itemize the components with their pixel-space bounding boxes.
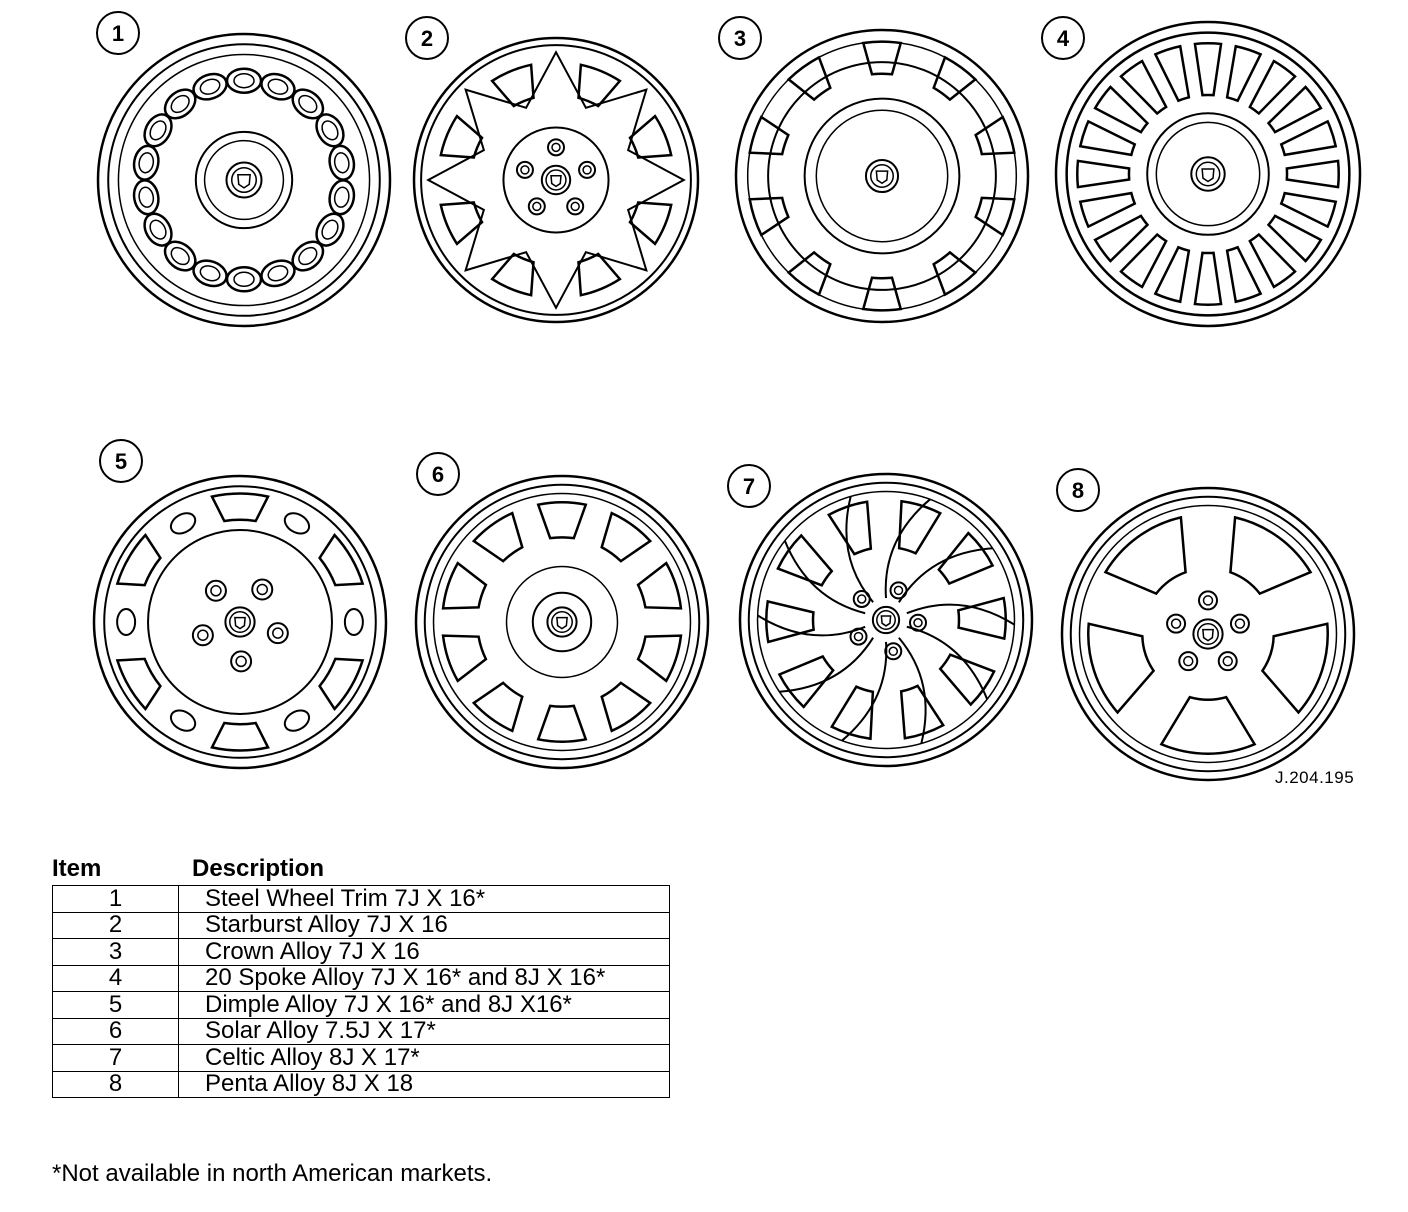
wheel-callout: 4 [1041,16,1085,60]
wheel-number: 7 [743,474,755,499]
wheel-5 [92,474,388,770]
row-item: 8 [52,1070,179,1098]
wheel-callout: 1 [96,11,140,55]
wheel-number: 3 [734,26,746,51]
row-description: Starburst Alloy 7J X 16 [178,911,670,939]
wheel-callout: 8 [1056,468,1100,512]
row-description: Crown Alloy 7J X 16 [178,938,670,966]
row-description: Steel Wheel Trim 7J X 16* [178,885,670,913]
wheel-callout: 2 [405,16,449,60]
row-description: Solar Alloy 7.5J X 17* [178,1017,670,1045]
wheel-number: 4 [1057,26,1070,51]
wheel-7 [738,472,1034,768]
wheel-illustrations: 1 2 3 4 5 6 7 8 [92,11,1362,782]
wheel-number: 8 [1072,478,1084,503]
header-item: Item [52,855,102,882]
wheel-4 [1054,20,1362,328]
row-item: 7 [52,1044,179,1072]
wheel-number: 6 [432,462,444,487]
wheel-1 [96,32,392,328]
wheel-number: 5 [115,449,127,474]
wheel-number: 1 [112,21,124,46]
wheel-callout: 7 [727,464,771,508]
wheel-3 [734,28,1030,324]
row-item: 5 [52,991,179,1019]
row-item: 4 [52,964,179,992]
wheel-number: 2 [421,26,433,51]
row-item: 3 [52,938,179,966]
wheel-6 [414,474,710,770]
wheel-callout: 6 [416,452,460,496]
row-description: Celtic Alloy 8J X 17* [178,1044,670,1072]
wheel-callout: 3 [718,16,762,60]
wheel-callout: 5 [99,439,143,483]
row-item: 6 [52,1017,179,1045]
row-item: 2 [52,911,179,939]
row-description: 20 Spoke Alloy 7J X 16* and 8J X 16* [178,964,670,992]
row-description: Dimple Alloy 7J X 16* and 8J X16* [178,991,670,1019]
row-item: 1 [52,885,179,913]
header-description: Description [192,855,325,882]
wheel-8 [1060,486,1356,782]
table-header: Item Description [52,855,672,885]
footnote: *Not available in north American markets… [52,1160,493,1187]
wheel-2 [412,36,700,324]
row-description: Penta Alloy 8J X 18 [178,1070,670,1098]
figure-reference: J.204.195 [1275,768,1355,787]
